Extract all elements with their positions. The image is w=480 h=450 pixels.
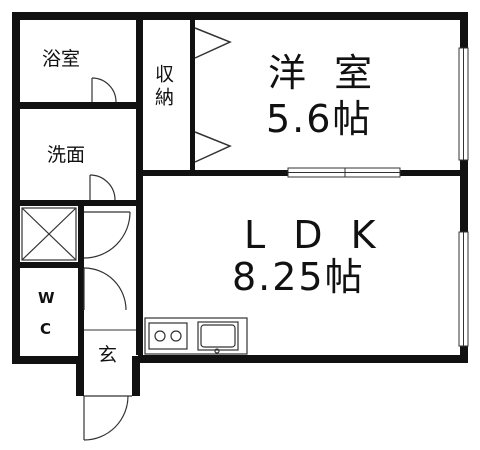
label-western-room: 洋 室 bbox=[268, 51, 381, 95]
storage-box bbox=[21, 207, 77, 261]
label-washroom: 洗面 bbox=[47, 144, 86, 166]
walls bbox=[12, 12, 468, 396]
windows bbox=[287, 47, 469, 347]
label-entrance: 玄 bbox=[98, 344, 118, 366]
kitchen-counter bbox=[144, 317, 248, 355]
label-toilet-w: W bbox=[38, 289, 55, 307]
label-bathroom: 浴室 bbox=[42, 48, 81, 70]
label-toilet-c: C bbox=[40, 320, 52, 338]
doors bbox=[83, 77, 132, 441]
label-ldk-size: 8.25帖 bbox=[232, 255, 365, 299]
label-closet: 収納 bbox=[152, 64, 174, 110]
label-ldk: L D K bbox=[244, 213, 384, 257]
closet-doors bbox=[194, 27, 232, 163]
label-western-room-size: 5.6帖 bbox=[266, 97, 373, 141]
